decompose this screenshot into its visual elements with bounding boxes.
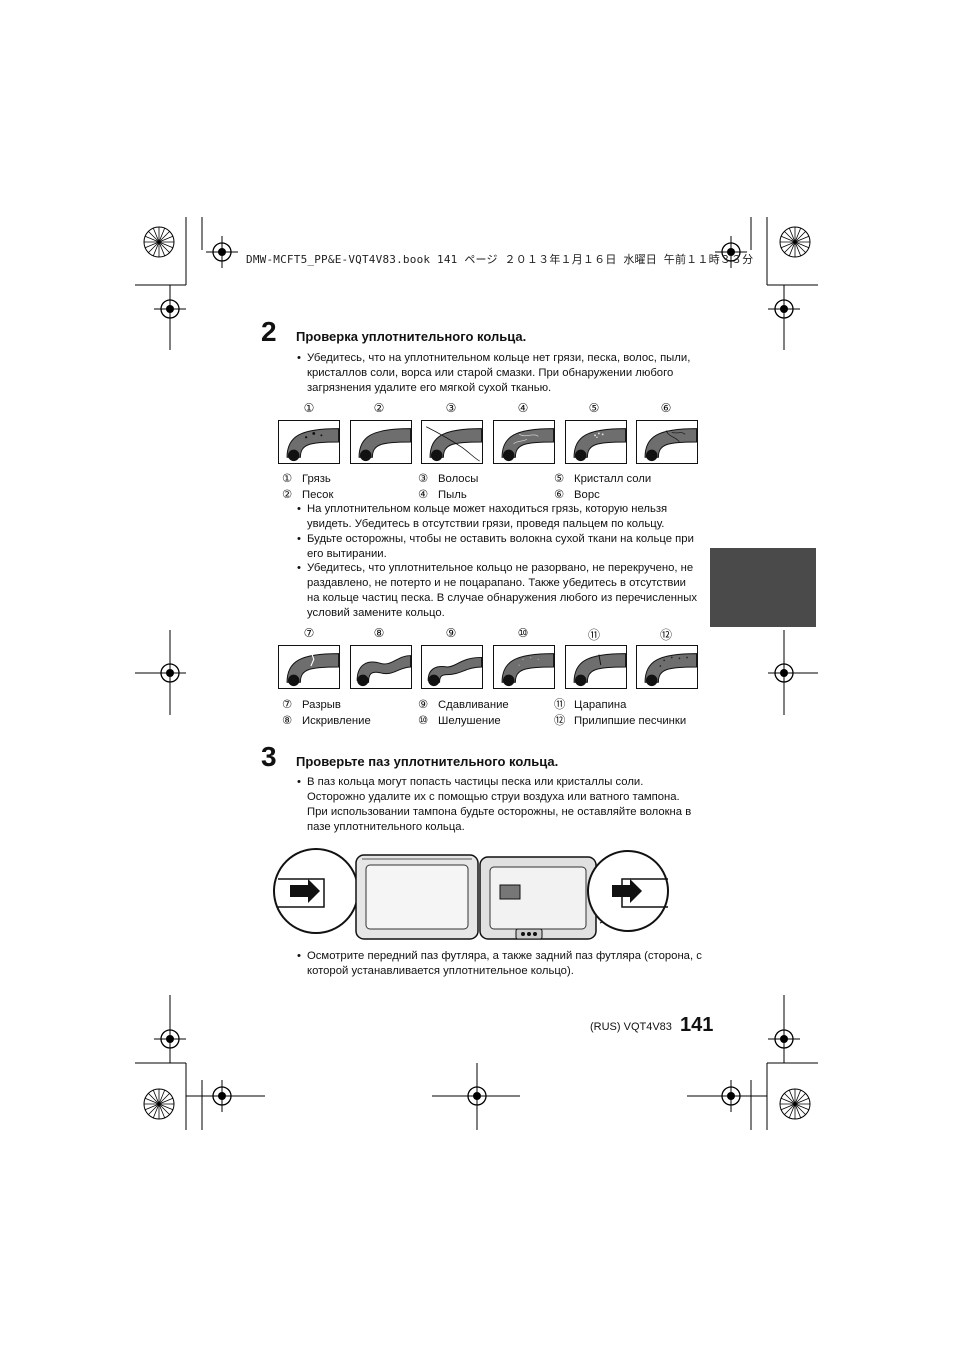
bullet-text: В паз кольца могут попасть частицы песка…	[307, 776, 692, 833]
step-3-bullet: • В паз кольца могут попасть частицы пес…	[297, 775, 702, 835]
ring-illustration-hair	[421, 420, 483, 464]
ring-illustration-sand	[350, 420, 412, 464]
figure-1-caption: ③ Волосы	[418, 472, 478, 487]
caption-text: Сдавливание	[438, 699, 509, 711]
caption-number: ④	[418, 489, 429, 501]
step-2-intro-bullet: • Убедитесь, что на уплотнительном кольц…	[297, 351, 697, 396]
figure-1-caption: ① Грязь	[282, 472, 331, 487]
caption-number: ⑦	[282, 699, 293, 711]
caption-number: ⑤	[554, 473, 565, 485]
caption-text: Песок	[302, 489, 334, 501]
bullet-text: Осмотрите передний паз футляра, а также …	[307, 950, 702, 977]
ring-illustration-dust	[493, 420, 555, 464]
caption-text: Пыль	[438, 489, 467, 501]
caption-number: ⑪	[554, 699, 566, 711]
figure-1-label: ②	[373, 401, 385, 415]
ring-illustration-dirt	[278, 420, 340, 464]
ring-illustration-tear	[278, 645, 340, 689]
figure-1-caption: ⑤ Кристалл соли	[554, 472, 651, 487]
bullet-text: Убедитесь, что уплотнительное кольцо не …	[307, 562, 698, 619]
figure-2-caption: ⑫ Прилипшие песчинки	[554, 714, 686, 729]
caption-number: ⑨	[418, 699, 429, 711]
section-side-tab	[710, 548, 816, 627]
figure-2-caption: ⑧ Искривление	[282, 714, 371, 729]
figure-2-label: ⑪	[587, 628, 600, 642]
figure-2-label: ⑫	[659, 628, 672, 642]
figure-2-label: ⑩	[517, 626, 529, 640]
figure-1-label: ③	[445, 401, 457, 415]
ring-illustration-peel	[493, 645, 555, 689]
caption-number: ⑩	[418, 715, 429, 727]
step-3-number: 3	[261, 741, 277, 772]
ring-illustration-crush	[421, 645, 483, 689]
caption-text: Прилипшие песчинки	[574, 715, 687, 727]
figure-2-caption: ⑪ Царапина	[554, 698, 626, 713]
page-number: 141	[680, 1014, 714, 1036]
caption-text: Волосы	[438, 473, 479, 485]
figure-2-label: ⑨	[445, 626, 457, 640]
caption-number: ①	[282, 473, 293, 485]
housing-illustration	[273, 848, 669, 940]
figure-2-caption: ⑩ Шелушение	[418, 714, 501, 729]
figure-1-caption: ⑥ Ворс	[554, 488, 600, 503]
bullet-dot: •	[297, 776, 301, 788]
figure-1-label: ⑥	[660, 401, 672, 415]
caption-text: Кристалл соли	[574, 473, 652, 485]
bullet-dot: •	[297, 352, 301, 364]
step-2-title: Проверка уплотнительного кольца.	[296, 329, 527, 344]
caption-text: Искривление	[302, 715, 371, 727]
ring-illustration-scratch	[565, 645, 627, 689]
bullet-text: Будьте осторожны, чтобы не оставить воло…	[307, 533, 694, 560]
step-3-title: Проверьте паз уплотнительного кольца.	[296, 754, 559, 769]
bullet-dot: •	[297, 562, 301, 574]
step-2-number: 2	[261, 316, 277, 347]
bullet-text: На уплотнительном кольце может находитьс…	[307, 503, 668, 530]
figure-2-label: ⑦	[303, 626, 315, 640]
caption-text: Ворс	[574, 489, 600, 501]
figure-1-label: ⑤	[588, 401, 600, 415]
footer-model-code: (RUS) VQT4V83	[590, 1021, 672, 1033]
figure-2-caption: ⑨ Сдавливание	[418, 698, 509, 713]
caption-text: Шелушение	[438, 715, 501, 727]
caption-number: ②	[282, 489, 293, 501]
bullet-text: Убедитесь, что на уплотнительном кольце …	[307, 352, 691, 394]
ring-illustration-salt-crystal	[565, 420, 627, 464]
bullet-dot: •	[297, 533, 301, 545]
figure-1-caption: ④ Пыль	[418, 488, 467, 503]
caption-number: ⑥	[554, 489, 565, 501]
caption-text: Царапина	[574, 699, 627, 711]
figure-1-label: ④	[517, 401, 529, 415]
caption-number: ⑧	[282, 715, 293, 727]
ring-illustration-lint	[636, 420, 698, 464]
bullet-dot: •	[297, 503, 301, 515]
figure-1-caption: ② Песок	[282, 488, 333, 503]
step-2-bullet: • Будьте осторожны, чтобы не оставить во…	[297, 532, 699, 562]
caption-number: ⑫	[554, 715, 566, 727]
figure-2-label: ⑧	[373, 626, 385, 640]
step-3-final-bullet: • Осмотрите передний паз футляра, а такж…	[297, 949, 702, 979]
figure-2-caption: ⑦ Разрыв	[282, 698, 341, 713]
bullet-dot: •	[297, 950, 301, 962]
caption-text: Грязь	[302, 473, 331, 485]
print-header-line: DMW-MCFT5_PP&E-VQT4V83.book 141 ページ ２０１３…	[246, 253, 754, 266]
step-2-bullet: • На уплотнительном кольце может находит…	[297, 502, 699, 532]
ring-illustration-stuck-sand	[636, 645, 698, 689]
step-2-bullet: • Убедитесь, что уплотнительное кольцо н…	[297, 561, 699, 621]
caption-number: ③	[418, 473, 429, 485]
ring-illustration-twist	[350, 645, 412, 689]
figure-1-label: ①	[303, 401, 315, 415]
caption-text: Разрыв	[302, 699, 341, 711]
